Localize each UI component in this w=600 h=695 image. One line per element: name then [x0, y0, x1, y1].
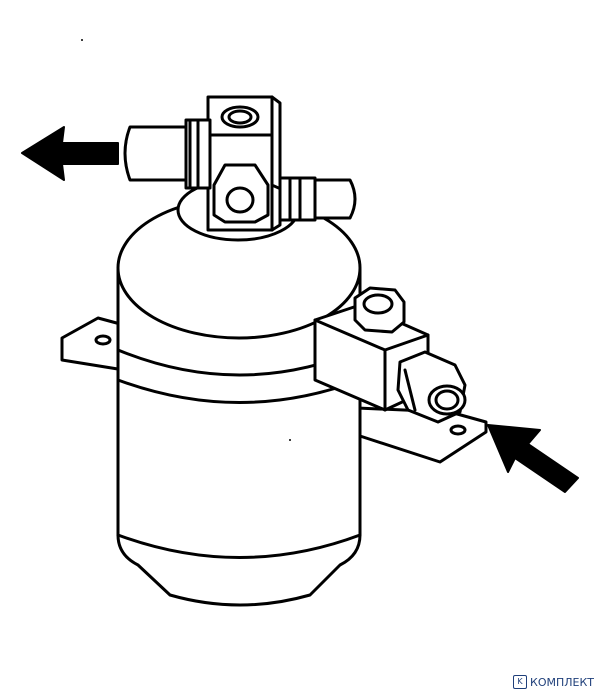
- canister-body: [116, 196, 362, 607]
- watermark-badge-icon: K: [513, 675, 528, 689]
- inlet-arrow-icon: [487, 424, 579, 493]
- side-port: [278, 176, 357, 222]
- outlet-fitting: [123, 118, 212, 190]
- center-bolt: [212, 163, 270, 224]
- outlet-arrow-icon: [21, 126, 119, 181]
- watermark-text: КОМПЛЕКТ: [530, 675, 594, 689]
- scan-dots: [81, 39, 291, 441]
- inlet-bolt: [353, 286, 406, 334]
- watermark: K КОМПЛЕКТ: [513, 675, 594, 689]
- inlet-fitting: [396, 350, 467, 424]
